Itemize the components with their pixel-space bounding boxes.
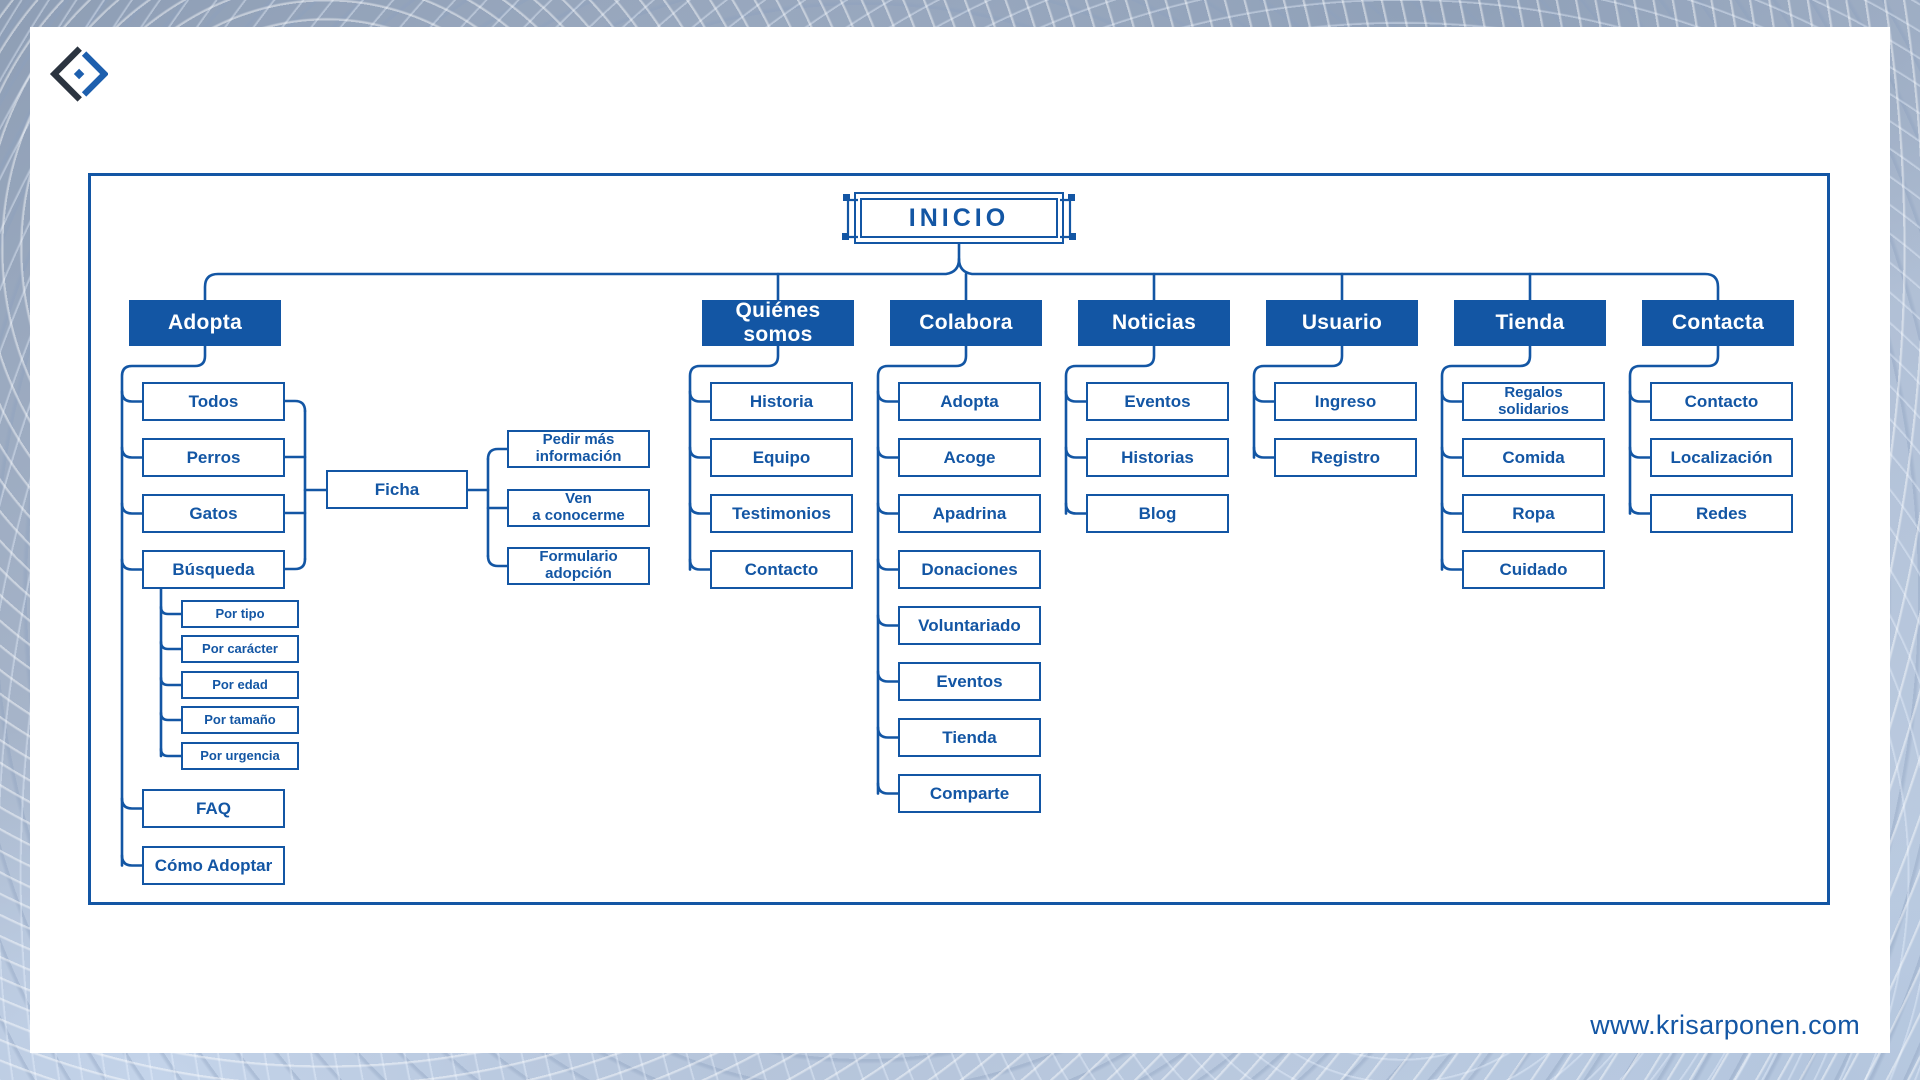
node-comida-5: Comida bbox=[1462, 438, 1605, 477]
column-header-colabora: Colabora bbox=[890, 300, 1042, 346]
node-contacto-6: Contacto bbox=[1650, 382, 1793, 421]
node-por-tamano: Por tamaño bbox=[181, 706, 299, 734]
node-ingreso-4: Ingreso bbox=[1274, 382, 1417, 421]
node-historias-3: Historias bbox=[1086, 438, 1229, 477]
node-apadrina-2: Apadrina bbox=[898, 494, 1041, 533]
node-cuidado-5: Cuidado bbox=[1462, 550, 1605, 589]
node-testimonios-1: Testimonios bbox=[710, 494, 853, 533]
node-blog-3: Blog bbox=[1086, 494, 1229, 533]
root-node-label: INICIO bbox=[860, 198, 1058, 238]
node-todos-0: Todos bbox=[142, 382, 285, 421]
node-busqueda-0: Búsqueda bbox=[142, 550, 285, 589]
node-redes-6: Redes bbox=[1650, 494, 1793, 533]
node-por-edad: Por edad bbox=[181, 671, 299, 699]
node-contacto-1: Contacto bbox=[710, 550, 853, 589]
node-localizacion-6: Localización bbox=[1650, 438, 1793, 477]
node-ropa-5: Ropa bbox=[1462, 494, 1605, 533]
node-pedir-mas-informacion: Pedir más información bbox=[507, 430, 650, 468]
root-node-inicio: INICIO bbox=[854, 192, 1064, 244]
diagram-border bbox=[88, 173, 1830, 905]
column-header-tienda: Tienda bbox=[1454, 300, 1606, 346]
node-donaciones-2: Donaciones bbox=[898, 550, 1041, 589]
node-ven-a-conocerme: Ven a conocerme bbox=[507, 489, 650, 527]
node-como-adoptar-0: Cómo Adoptar bbox=[142, 846, 285, 885]
node-comparte-2: Comparte bbox=[898, 774, 1041, 813]
node-perros-0: Perros bbox=[142, 438, 285, 477]
column-header-contacta: Contacta bbox=[1642, 300, 1794, 346]
node-ficha: Ficha bbox=[326, 470, 468, 509]
node-por-tipo: Por tipo bbox=[181, 600, 299, 628]
node-eventos-2: Eventos bbox=[898, 662, 1041, 701]
node-acoge-2: Acoge bbox=[898, 438, 1041, 477]
node-historia-1: Historia bbox=[710, 382, 853, 421]
column-header-quienes-somos: Quiénes somos bbox=[702, 299, 854, 346]
krisarponen-logo-icon bbox=[49, 46, 108, 102]
node-formulario-adopcion: Formulario adopción bbox=[507, 547, 650, 585]
node-gatos-0: Gatos bbox=[142, 494, 285, 533]
column-header-usuario: Usuario bbox=[1266, 300, 1418, 346]
node-equipo-1: Equipo bbox=[710, 438, 853, 477]
node-faq-0: FAQ bbox=[142, 789, 285, 828]
column-header-adopta: Adopta bbox=[129, 300, 281, 346]
node-eventos-3: Eventos bbox=[1086, 382, 1229, 421]
node-regalos-solidarios-5: Regalos solidarios bbox=[1462, 382, 1605, 421]
node-registro-4: Registro bbox=[1274, 438, 1417, 477]
column-header-noticias: Noticias bbox=[1078, 300, 1230, 346]
node-por-caracter: Por carácter bbox=[181, 635, 299, 663]
node-por-urgencia: Por urgencia bbox=[181, 742, 299, 770]
node-tienda-2: Tienda bbox=[898, 718, 1041, 757]
plaque-bracket-left-icon bbox=[842, 194, 858, 240]
plaque-bracket-right-icon bbox=[1060, 194, 1076, 240]
website-url: www.krisarponen.com bbox=[1590, 1010, 1860, 1040]
node-voluntariado-2: Voluntariado bbox=[898, 606, 1041, 645]
node-adopta-2: Adopta bbox=[898, 382, 1041, 421]
